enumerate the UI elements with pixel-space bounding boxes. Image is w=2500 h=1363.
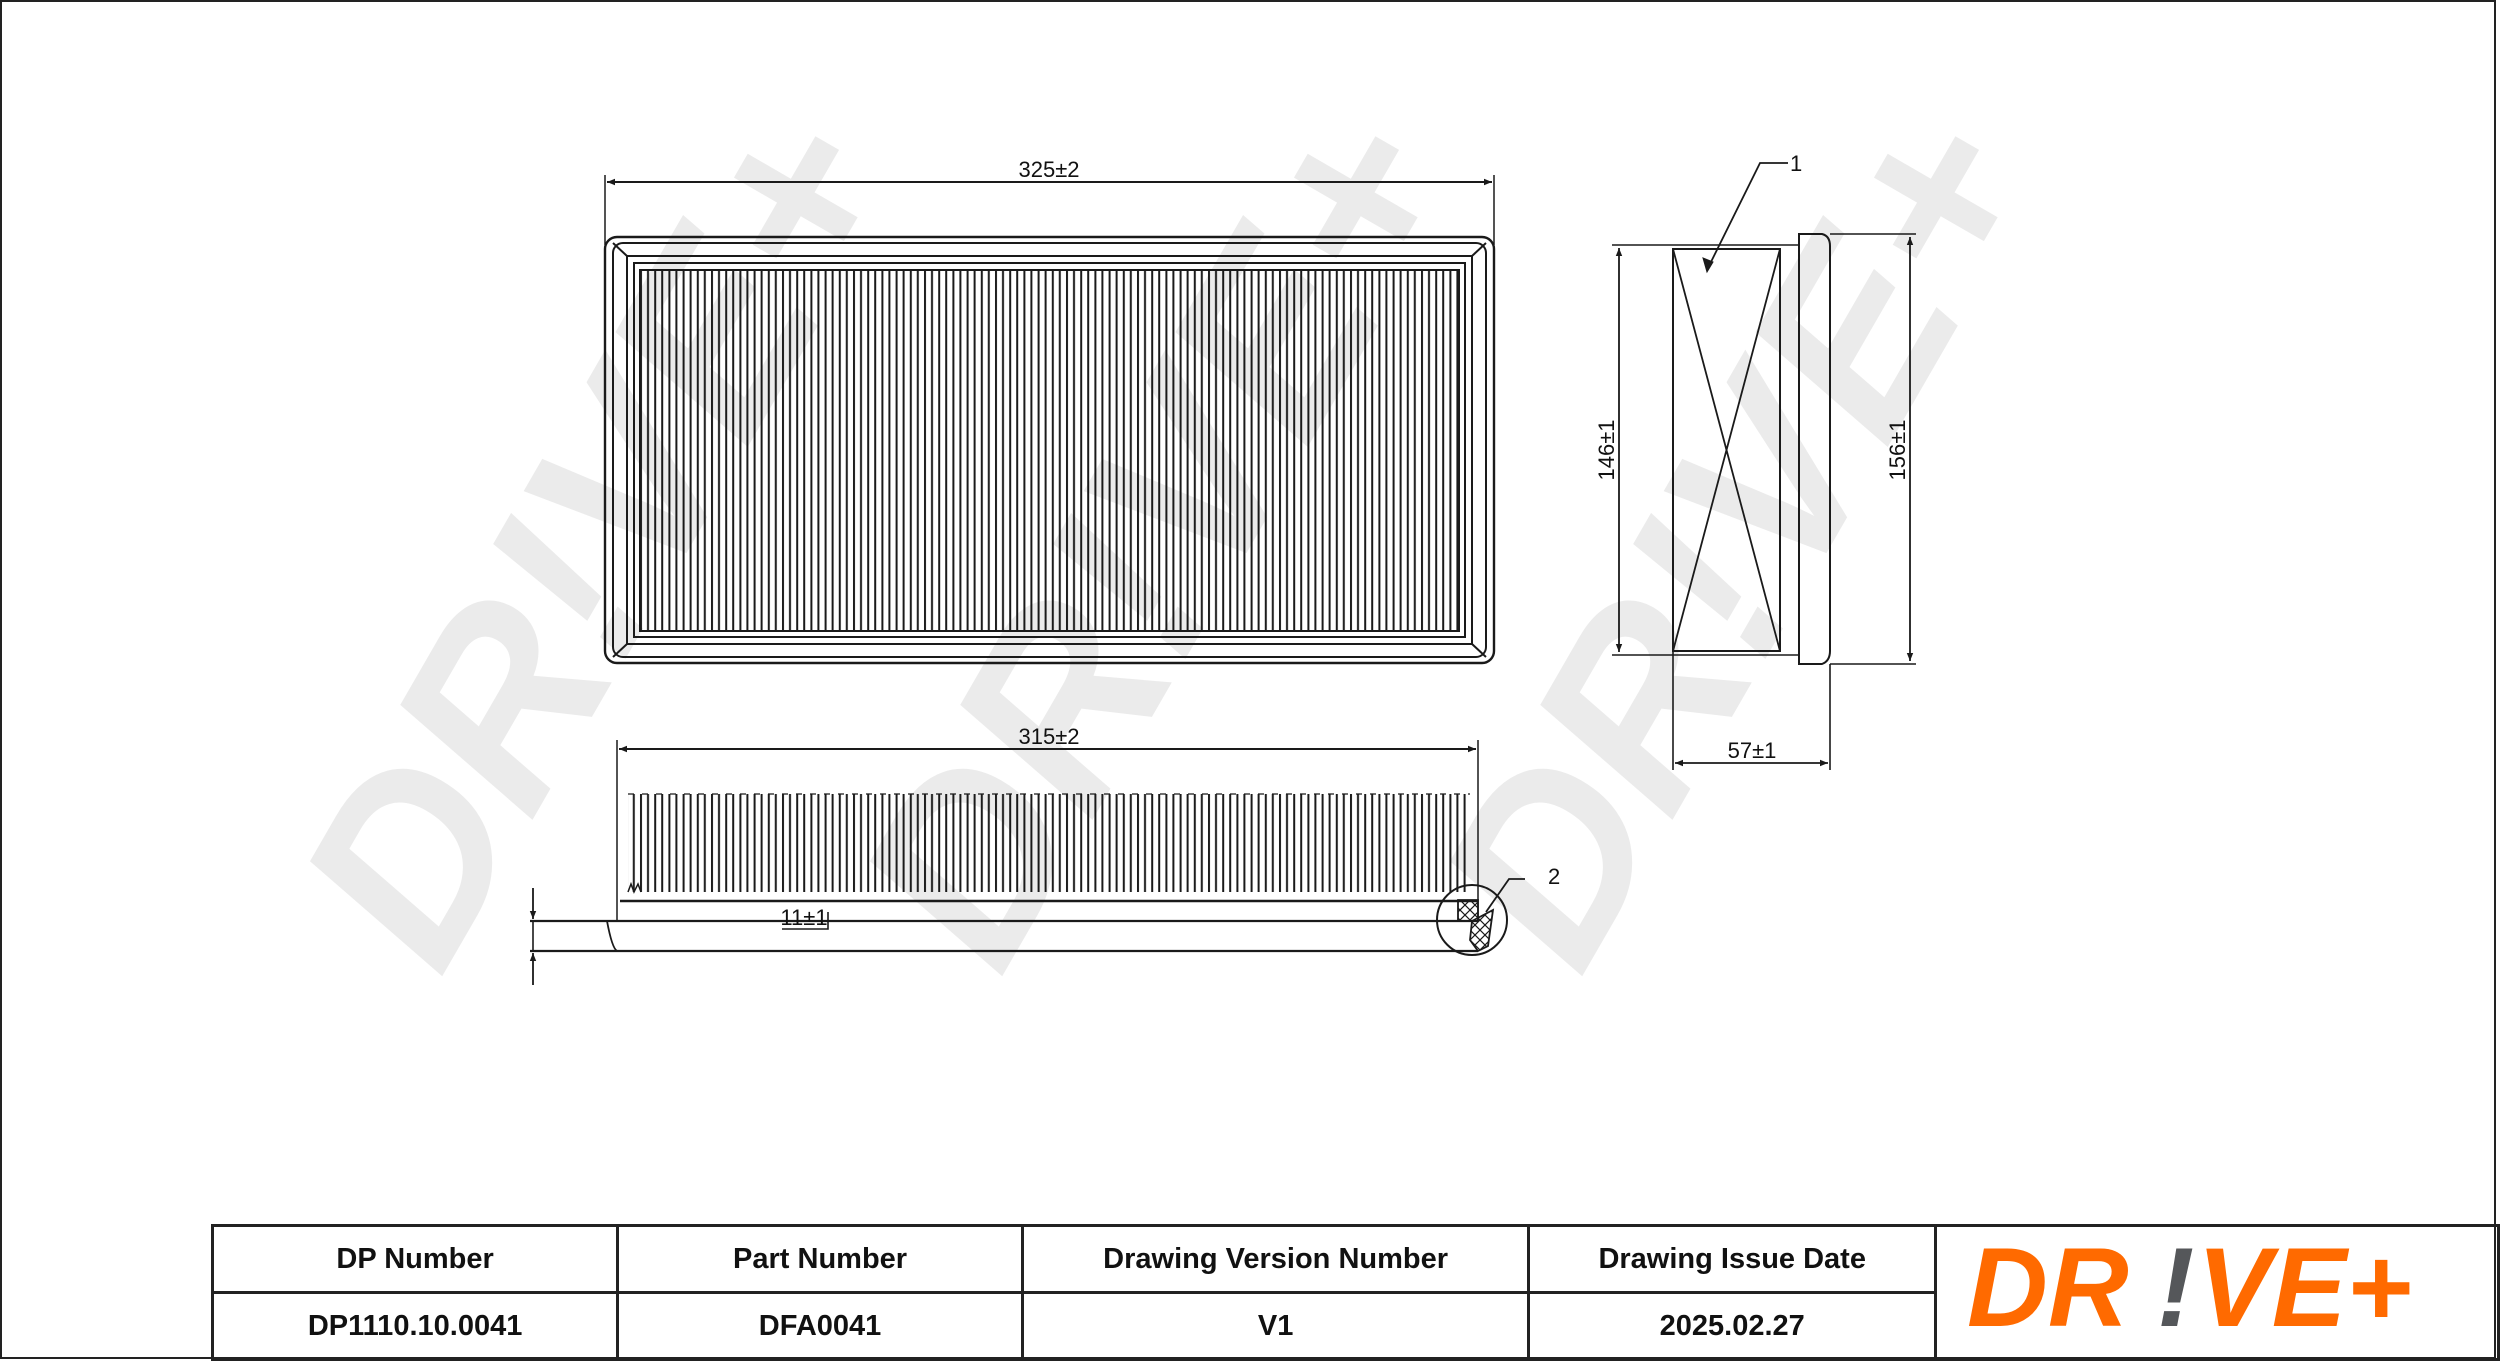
dimension-seal-label: 11±1 [780, 905, 827, 930]
title-block-value-row: DP1110.10.0041 DFA0041 V1 2025.02.27 [210, 1291, 2499, 1361]
header-part-number: Part Number [616, 1224, 1024, 1294]
header-dp-number: DP Number [210, 1224, 620, 1294]
drive-plus-logo: DR ! VE+ [1967, 1225, 2412, 1350]
dimension-depth-label: 57±1 [1728, 738, 1777, 763]
logo-text-dr: DR [1967, 1234, 2129, 1344]
callout-1: 1 [1790, 151, 1802, 176]
value-dp-number: DP1110.10.0041 [210, 1291, 620, 1361]
dimension-width-label: 325±2 [1018, 157, 1079, 182]
title-block: DP Number Part Number Drawing Version Nu… [210, 1224, 2500, 1361]
logo-text-bang: ! [2157, 1234, 2194, 1344]
dimension-length-label: 315±2 [1018, 724, 1079, 749]
value-drawing-version: V1 [1020, 1291, 1531, 1361]
brand-logo-cell: DR ! VE+ [1934, 1224, 2500, 1361]
value-issue-date: 2025.02.27 [1527, 1291, 1938, 1361]
callout-2: 2 [1548, 864, 1560, 889]
dimension-outer-height-label: 156±1 [1885, 419, 1910, 480]
value-part-number: DFA0041 [616, 1291, 1024, 1361]
side-view [1612, 162, 1916, 770]
bottom-view [529, 740, 1525, 985]
front-view [603, 175, 1496, 665]
title-block-header-row: DP Number Part Number Drawing Version Nu… [210, 1224, 2500, 1361]
dimension-inner-height-label: 146±1 [1594, 419, 1619, 480]
header-drawing-version: Drawing Version Number [1020, 1224, 1531, 1294]
header-issue-date: Drawing Issue Date [1527, 1224, 1938, 1294]
logo-text-ve-plus: VE+ [2197, 1234, 2412, 1344]
